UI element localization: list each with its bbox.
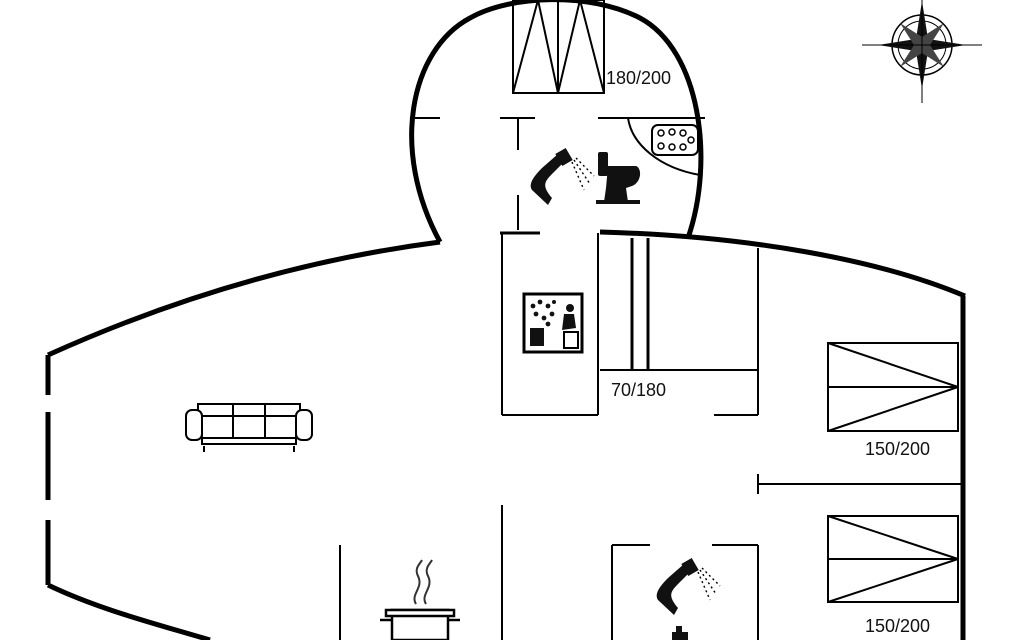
compass-icon (862, 0, 982, 103)
sofa-icon (185, 403, 313, 452)
bed-size-label-right-lower: 150/200 (865, 616, 930, 636)
toilet-icon (596, 152, 641, 204)
shower-icon (530, 147, 595, 205)
bed-double-top (512, 0, 605, 94)
interior-walls (339, 117, 963, 640)
bed-double-right-lower (827, 515, 959, 603)
bed-size-label-right-upper: 150/200 (865, 439, 930, 459)
shower-icon (656, 557, 721, 615)
bed-size-label-bunk: 70/180 (611, 380, 666, 400)
bed-size-label-top: 180/200 (606, 68, 671, 88)
bed-double-right-upper (827, 342, 959, 432)
hot-tub-icon (651, 124, 699, 156)
sauna-icon (522, 292, 584, 354)
toilet-icon (672, 626, 688, 640)
cooking-pot-icon (380, 559, 460, 640)
